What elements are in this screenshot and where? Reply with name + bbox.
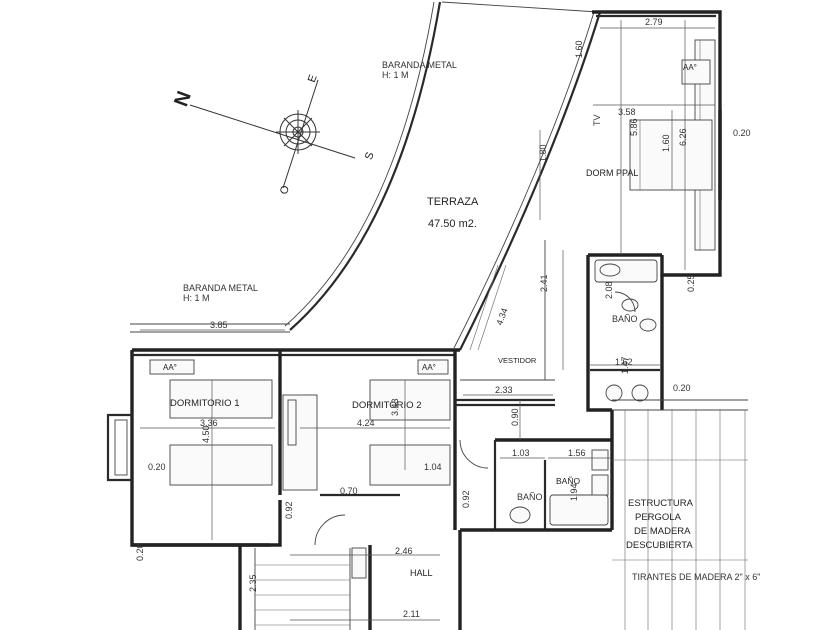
dim-6-26: 6.26 [678,128,688,146]
dim-3-58: 3.58 [618,107,636,117]
dim-3-43: 3.43 [390,398,400,416]
staircase [254,547,367,630]
note-small-bano: BAÑO [517,492,543,502]
compass-north: N [170,88,196,109]
dim-0-20-c: 0.20 [148,462,166,472]
compass-east: E [306,73,320,84]
room-label-hall: HALL [410,568,433,578]
dim-0-20-d: 0.20 [135,543,145,561]
room-label-vestidor: VESTIDOR [498,356,537,365]
dim-1-03: 1.03 [512,448,530,458]
pergola-line-1: ESTRUCTURA [628,498,694,509]
dim-2-11: 2.11 [403,609,420,619]
note-tirantes: TIRANTES DE MADERA 2" x 6" [632,572,760,582]
dim-4-50: 4.50 [201,425,211,443]
note-aa-ppal: AA° [683,63,697,72]
note-priv-bano: BAÑO [612,314,638,324]
dim-0-25: 0.25 [686,274,696,292]
dim-0-20-a: 0.20 [733,128,751,138]
dim-2-35: 2.35 [248,574,258,592]
note-baranda-left: BARANDA METAL [183,283,258,293]
dim-2-79: 2.79 [645,17,663,27]
compass-west: O [278,184,292,197]
dim-3-36: 3.36 [200,418,218,428]
dim-2-08: 2.08 [604,281,614,299]
dim-0-92-b: 0.92 [284,501,294,519]
note-baranda-top-h: H: 1 M [382,70,409,80]
dim-1-80: 1.80 [538,144,548,162]
room-label-bano: BAÑO [556,476,580,486]
compass-south: S [363,150,377,161]
terrace-outline [130,1,602,351]
room-label-dormitorio-1: DORMITORIO 1 [170,398,240,409]
dim-1-47: 1.47 [620,356,630,374]
note-aa-dormitorio-1: AA° [163,363,177,372]
compass-rose-icon: N E S O [170,73,376,196]
note-baranda-top: BARANDA METAL [382,60,457,70]
dim-0-90: 0.90 [510,408,520,426]
dim-2-46: 2.46 [395,546,413,556]
room-label-terraza: TERRAZA [427,196,479,208]
note-tv: TV [592,114,602,126]
dim-1-94: 1.94 [569,483,579,501]
dim-1-62: 1.62 [615,357,633,367]
pergola-label: ESTRUCTURA PERGOLA DE MADERA DESCUBIERTA [626,498,694,551]
dim-1-60-b: 1.60 [661,134,671,152]
note-aa-dormitorio-2: AA° [422,363,436,372]
dim-0-20-b: 0.20 [673,383,691,393]
dim-4-34: 4.34 [494,307,509,327]
dim-2-33: 2.33 [495,385,513,395]
pergola-line-4: DESCUBIERTA [626,540,693,551]
dim-1-04: 1.04 [424,462,442,472]
dimension-labels: 2.79 1.60 3.58 5.86 6.26 1.60 0.20 1.80 … [135,17,751,619]
note-baranda-left-h: H: 1 M [183,293,210,303]
pergola-line-3: DE MADERA [634,526,691,537]
dim-3-85: 3.85 [210,320,228,330]
dim-5-86: 5.86 [629,118,639,136]
pergola-line-2: PERGOLA [635,512,682,523]
walls [106,10,722,630]
dim-0-70: 0.70 [340,486,358,496]
room-area-terraza: 47.50 m2. [428,218,477,230]
dim-4-24: 4.24 [357,418,375,428]
room-label-dormitorio-2: DORMITORIO 2 [352,400,422,411]
dim-1-60-a: 1.60 [574,40,584,58]
dim-2-41: 2.41 [539,274,549,292]
room-label-dorm-ppal: DORM PPAL [586,168,638,178]
dim-0-92-a: 0.92 [461,490,471,508]
pergola-structure [612,399,748,630]
fixtures [149,39,716,546]
dimension-lines [140,20,715,621]
dim-1-56: 1.56 [568,448,586,458]
